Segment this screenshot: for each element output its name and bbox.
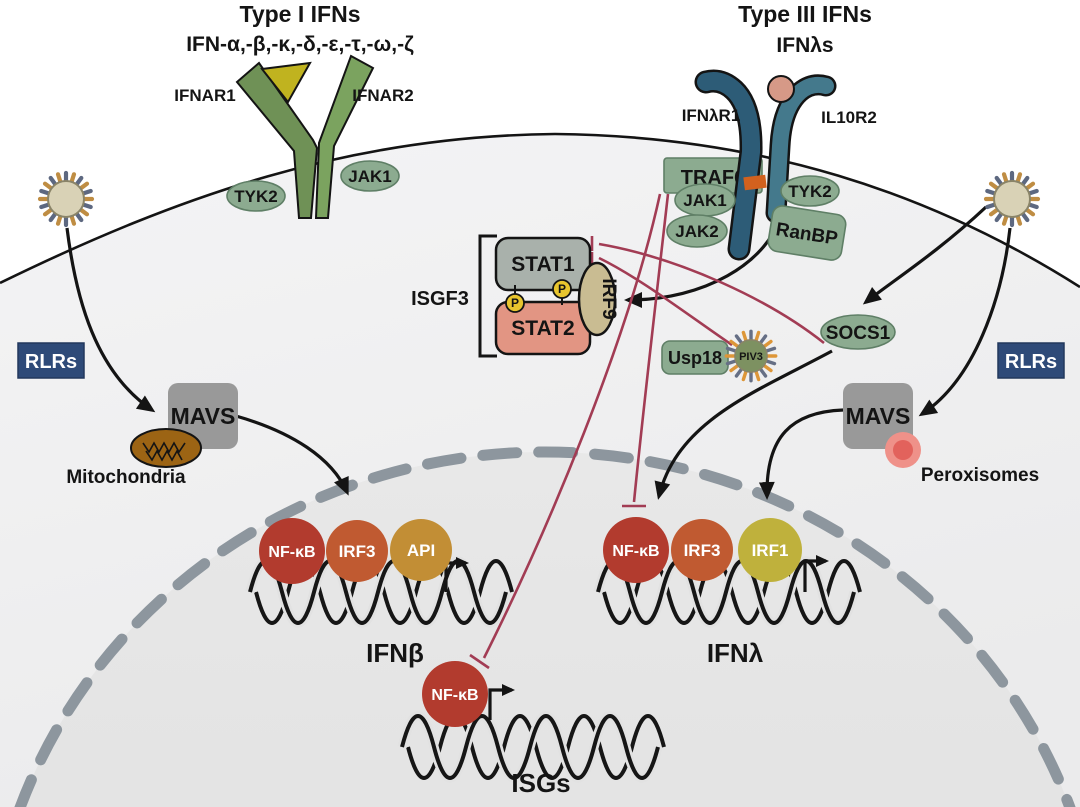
piv3-label: PIV3 (739, 351, 763, 363)
ifnl-ligand-circle (767, 75, 795, 103)
type1-subtitle: IFN-α,-β,-κ,-δ,-ε,-τ,-ω,-ζ (186, 33, 414, 56)
jak1-left-label: JAK1 (348, 167, 391, 186)
ifnb-gene-label: IFNβ (366, 638, 424, 668)
rlrs-label-right: RLRs (1005, 351, 1057, 373)
rlr-mavs-left: RLRs MAVS Mitochondria (17, 342, 238, 488)
ifnar1-label: IFNAR1 (174, 86, 235, 105)
rlrs-box-left (17, 342, 85, 379)
nfkb-circle-ifnl (603, 517, 669, 583)
isgf3-complex: ISGF3 STAT1 STAT2 IRF9 P P (411, 234, 619, 358)
isgf3-bracket (478, 234, 497, 358)
ifnlr1-label: IFNλR1 (682, 106, 741, 125)
nfkb-circle-isgs (422, 661, 488, 727)
isgs-gene-label: ISGs (511, 768, 570, 798)
il10r2-chain (768, 76, 834, 221)
mavs-box-right (843, 383, 913, 449)
edge-virus-to-socs1 (862, 205, 988, 305)
tyk2-right-label: TYK2 (788, 182, 831, 201)
type1-receptor-complex: Type I IFNs IFN-α,-β,-κ,-δ,-ε,-τ,-ω,-ζ I… (174, 1, 414, 219)
edge-virus-to-mavs-right (918, 227, 1012, 417)
edge-virus-to-mavs-left (65, 227, 156, 413)
jak2-oval (666, 214, 728, 248)
virus-icon-right (986, 173, 1038, 225)
stat1-box (494, 236, 592, 292)
tbar-nfkb-isgs (469, 653, 490, 670)
socs1-label: SOCS1 (826, 323, 891, 344)
ifnlr1-chain (697, 72, 761, 258)
traf6-binding-site (743, 174, 767, 191)
edge-piv3-inhibits-stat1 (598, 256, 733, 347)
ifnar2-label: IFNAR2 (352, 86, 413, 105)
mitochondria-label: Mitochondria (66, 467, 186, 488)
tyk2-left-label: TYK2 (234, 187, 277, 206)
piv3-virus-icon (724, 329, 778, 383)
cell-membrane (0, 132, 1080, 289)
edge-mavs-left-to-ifnb-gene (235, 414, 349, 496)
mitochondria-cristae (142, 441, 186, 454)
type3-subtitle: IFNλs (776, 34, 833, 57)
irf1-circle-ifnl (738, 518, 802, 582)
phospho-label-2: P (558, 282, 566, 296)
il10r2-label: IL10R2 (821, 108, 877, 127)
jak2-label: JAK2 (675, 222, 718, 241)
ifnb-gene-complex: NF-κB IRF3 API IFNβ (259, 518, 452, 668)
irf3-circle-ifnb (326, 520, 388, 582)
nfkb-label-ifnl: NF-κB (612, 543, 659, 560)
edge-mavs-right-to-irf1 (758, 408, 844, 500)
inhibition-edges (469, 193, 825, 670)
irf3-label-ifnb: IRF3 (339, 542, 376, 561)
nfkb-circle-ifnb (259, 518, 325, 584)
irf1-label-ifnl: IRF1 (752, 541, 789, 560)
edge-traf6-inhibits-nfkb-isgs (482, 193, 662, 659)
isgs-gene-complex: NF-κB ISGs (422, 661, 571, 798)
type1-ligand-triangle (260, 61, 312, 104)
isgf3-label: ISGF3 (411, 288, 469, 310)
api-label-ifnb: API (407, 541, 435, 560)
mavs-label-left: MAVS (171, 403, 236, 429)
edge-socs1-to-nfkb-ifnl (654, 349, 833, 500)
edge-socs1-inhibits-stat1 (598, 242, 825, 345)
peroxisome-core (893, 440, 913, 460)
edge-traf6-inhibits-nfkb-ifnl (632, 193, 670, 503)
peroxisomes-label: Peroxisomes (921, 465, 1039, 486)
irf3-circle-ifnl (671, 519, 733, 581)
jak1-right-label: JAK1 (683, 191, 726, 210)
irf9-label: IRF9 (598, 278, 619, 319)
traf6-label: TRAF6 (681, 167, 745, 189)
tyk2-right-oval (780, 175, 840, 207)
mitochondria-cristae-2 (145, 449, 183, 462)
socs1-oval (820, 314, 896, 350)
ifnar2-chain (314, 54, 375, 219)
phospho-label-1: P (511, 296, 519, 310)
transcription-arrow-isgs (488, 684, 515, 720)
nfkb-label-ifnb: NF-κB (268, 544, 315, 561)
phospho-icon-2 (552, 279, 572, 299)
usp18-label: Usp18 (668, 348, 722, 368)
ifnl-gene-complex: NF-κB IRF3 IRF1 IFNλ (603, 517, 802, 668)
mavs-label-right: MAVS (846, 403, 911, 429)
api-circle-ifnb (390, 519, 452, 581)
phospho-icon-1 (505, 293, 525, 313)
irf3-label-ifnl: IRF3 (684, 541, 721, 560)
tyk2-left-oval (226, 180, 286, 212)
type3-title: Type III IFNs (738, 1, 872, 27)
rlrs-box-right (997, 342, 1065, 379)
rlr-mavs-right: RLRs MAVS Peroxisomes (843, 342, 1065, 486)
ranbp-box: RanBP (767, 205, 847, 261)
irf9-oval (577, 261, 617, 337)
nfkb-label-isgs: NF-κB (431, 687, 478, 704)
transcription-arrow-ifnl (803, 555, 829, 592)
rlrs-label-left: RLRs (25, 351, 77, 373)
negative-regulators: Usp18 PIV3 SOCS1 (661, 314, 896, 383)
ifnl-gene-label: IFNλ (707, 638, 764, 668)
jak1-left-oval (340, 160, 400, 192)
stat1-label: STAT1 (511, 253, 575, 276)
stat2-label: STAT2 (511, 317, 574, 340)
virus-icon-left (40, 173, 92, 225)
type3-receptor-complex: Type III IFNs IFNλs TRAF6 IFNλR1 IL10R2 … (663, 1, 877, 261)
type1-title: Type I IFNs (240, 1, 361, 27)
